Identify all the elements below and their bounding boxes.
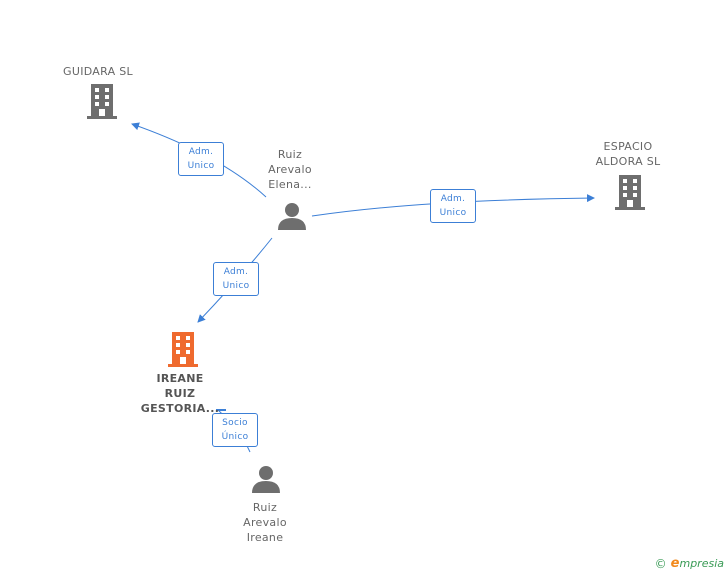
- building-icon-main[interactable]: [168, 332, 198, 367]
- building-icon[interactable]: [87, 84, 117, 119]
- relation-badge-ireane[interactable]: Adm. Unico: [213, 262, 259, 296]
- node-label-ruiz-elena[interactable]: Ruiz Arevalo Elena...: [268, 148, 312, 191]
- footer-brand: © e mpresia: [655, 556, 724, 571]
- relation-badge-socio[interactable]: Socio Único: [212, 413, 258, 447]
- brand-initial: e: [670, 556, 680, 571]
- relation-badge-espacio[interactable]: Adm. Unico: [430, 189, 476, 223]
- building-icon[interactable]: [615, 175, 645, 210]
- node-label-ruiz-ireane[interactable]: Ruiz Arevalo Ireane: [243, 501, 287, 544]
- node-label-ireane-gestoria[interactable]: IREANE RUIZ GESTORIA...: [140, 372, 220, 415]
- node-label-espacio[interactable]: ESPACIO ALDORA SL: [595, 140, 661, 168]
- relation-badge-guidara[interactable]: Adm. Unico: [178, 142, 224, 176]
- node-label-guidara[interactable]: GUIDARA SL: [63, 65, 133, 78]
- copyright-icon: ©: [654, 556, 667, 571]
- person-icon[interactable]: [252, 466, 280, 493]
- brand-name: mpresia: [679, 557, 724, 570]
- person-icon[interactable]: [278, 203, 306, 230]
